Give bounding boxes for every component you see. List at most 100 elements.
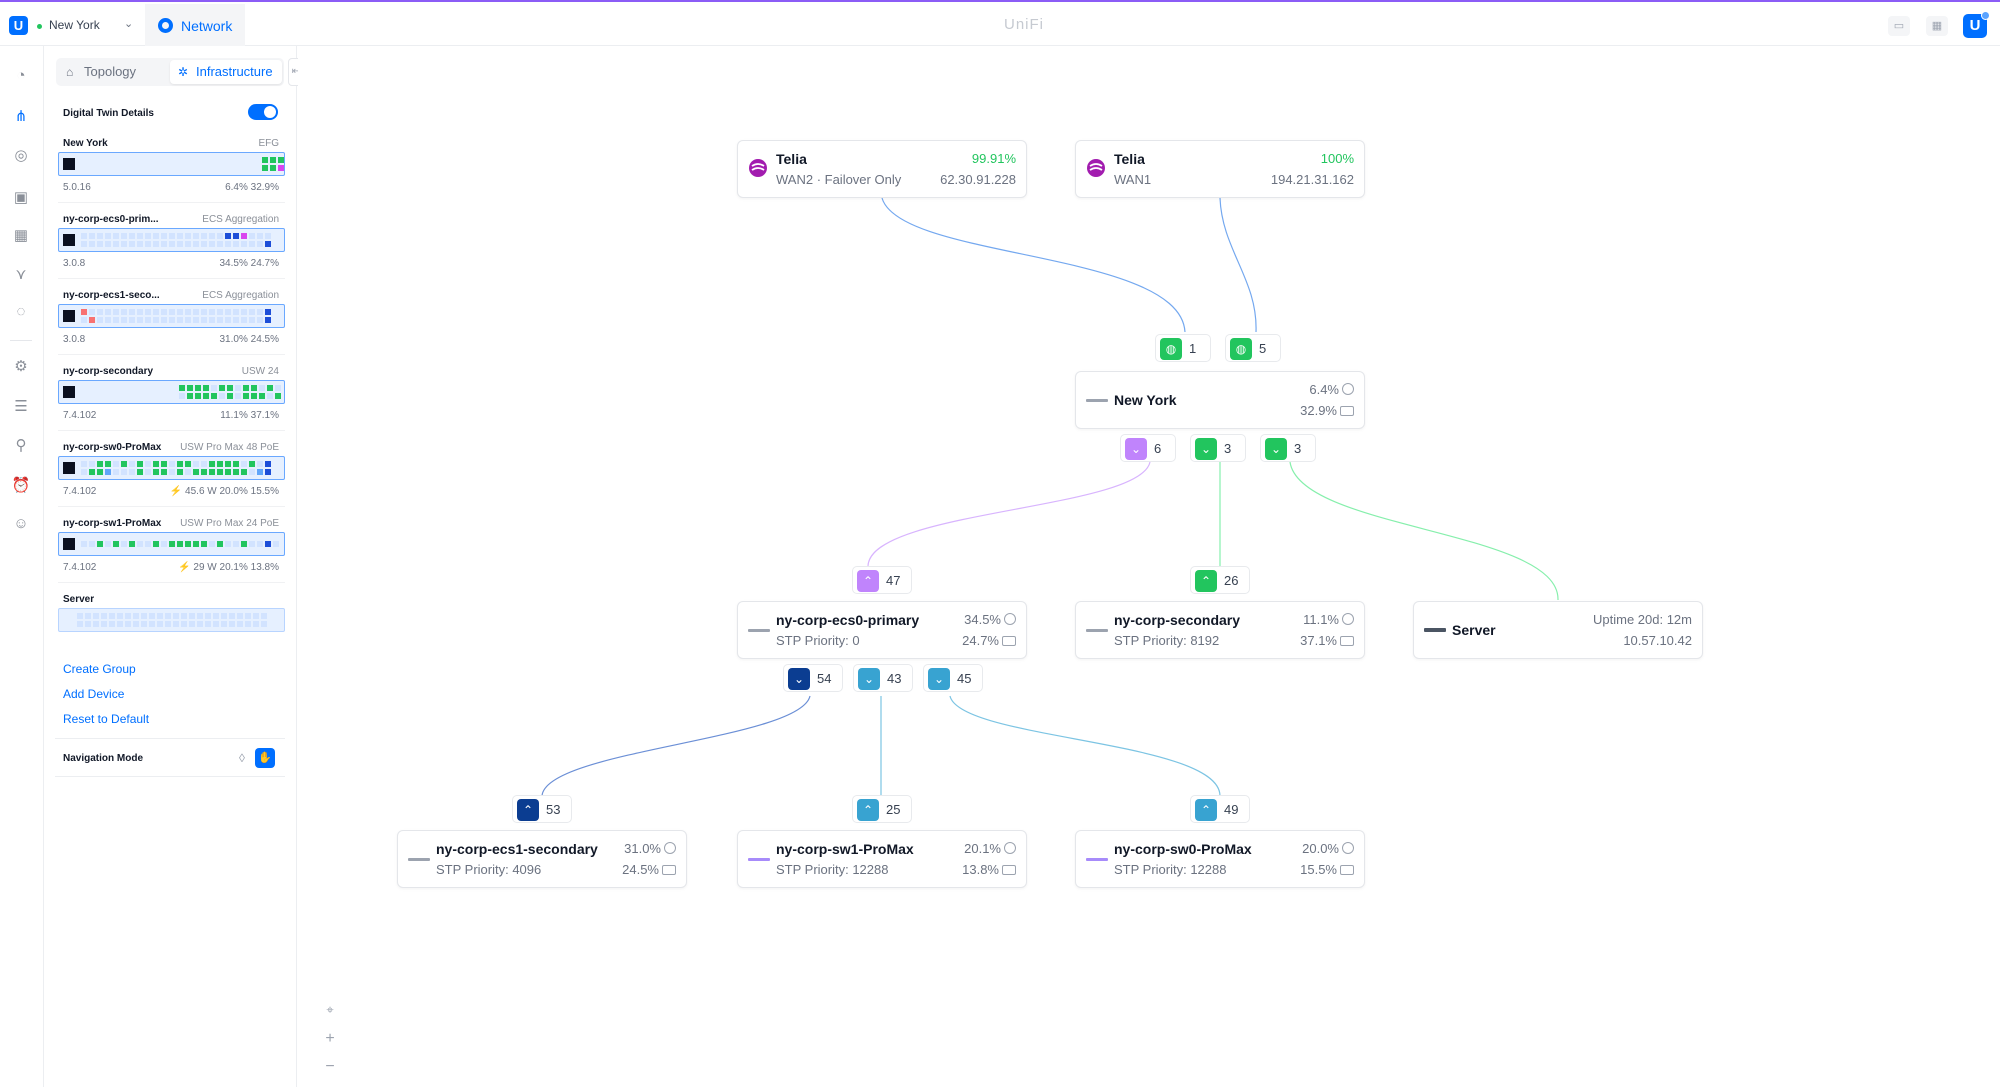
mem-value: 32.9% <box>1300 403 1337 418</box>
mem-value: 13.8% <box>962 862 999 877</box>
digital-twin-label: Digital Twin Details <box>63 108 154 119</box>
app-tab-network[interactable]: Network <box>145 4 245 47</box>
device-item[interactable]: Server <box>55 594 285 670</box>
gateway-card[interactable]: New York 6.4% 32.9% <box>1075 371 1365 429</box>
port-number: 49 <box>1224 802 1239 817</box>
cpu-icon <box>1004 613 1016 625</box>
device-console-block <box>63 538 75 550</box>
gateway-cpu: 6.4% <box>1309 382 1354 397</box>
device-card-sw1[interactable]: ny-corp-sw1-ProMax STP Priority: 12288 2… <box>737 830 1027 888</box>
device-card-server[interactable]: Server Uptime 20d: 12m 10.57.10.42 <box>1413 601 1703 659</box>
device-item[interactable]: New York EFG 5.0.16 6.4% 32.9% <box>55 138 285 214</box>
device-card-secondary[interactable]: ny-corp-secondary STP Priority: 8192 11.… <box>1075 601 1365 659</box>
integrations-icon[interactable]: ⚲ <box>15 437 27 454</box>
lan-port-badge[interactable]: ⌄ 43 <box>853 664 913 692</box>
uplink-port-badge[interactable]: ⌃ 25 <box>852 795 912 823</box>
memory-icon <box>1002 636 1016 646</box>
alarms-icon[interactable]: ⏰ <box>11 477 31 494</box>
notification-badge <box>1981 11 1990 20</box>
cpu-icon <box>1342 613 1354 625</box>
device-card-ecs1[interactable]: ny-corp-ecs1-secondary STP Priority: 409… <box>397 830 687 888</box>
dashboard-icon[interactable]: ◔ <box>16 67 26 84</box>
apps-icon[interactable]: ▦ <box>1926 16 1948 36</box>
device-item[interactable]: ny-corp-sw0-ProMax USW Pro Max 48 PoE 7.… <box>55 442 285 518</box>
admins-icon[interactable]: ☺ <box>13 515 29 532</box>
tab-infrastructure[interactable]: ✲Infrastructure <box>170 60 282 84</box>
device-item[interactable]: ny-corp-ecs0-prim... ECS Aggregation 3.0… <box>55 214 285 290</box>
port-grid <box>81 541 279 547</box>
wan-port-badge[interactable]: ◍ 5 <box>1225 334 1281 362</box>
device-mem: 37.1% <box>1300 633 1354 648</box>
brand-wordmark: UniFi <box>1004 16 1045 33</box>
crosshair-icon[interactable]: ⌖ <box>326 1002 334 1017</box>
uplink-port-badge[interactable]: ⌃ 26 <box>1190 566 1250 594</box>
avatar[interactable]: U <box>1963 11 1990 38</box>
gateway-device-icon <box>1086 399 1108 402</box>
digital-twin-toggle[interactable] <box>248 104 278 120</box>
lan-port-badge[interactable]: ⌄ 3 <box>1260 434 1316 462</box>
create-group-link[interactable]: Create Group <box>63 662 136 676</box>
storage-icon[interactable]: ▭ <box>1888 16 1910 36</box>
lan-port-badge[interactable]: ⌄ 6 <box>1120 434 1176 462</box>
divider <box>58 278 285 279</box>
device-name: ny-corp-ecs1-secondary <box>436 841 598 857</box>
add-device-link[interactable]: Add Device <box>63 687 125 701</box>
cpu-value: 11.1% <box>1303 612 1339 627</box>
topology-canvas[interactable] <box>298 46 2000 1087</box>
ports-icon[interactable]: ▦ <box>13 227 29 244</box>
device-name: ny-corp-sw1-ProMax <box>63 518 162 529</box>
uplink-port-badge[interactable]: ⌃ 47 <box>852 566 912 594</box>
device-mem: 15.5% <box>1300 862 1354 877</box>
zoom-out-button[interactable]: − <box>325 1058 335 1075</box>
device-mem: 24.5% <box>622 862 676 877</box>
globe-icon: ◍ <box>1230 338 1252 360</box>
wan-port-badge[interactable]: ◍ 1 <box>1155 334 1211 362</box>
port-number: 43 <box>887 671 902 686</box>
device-model: USW 24 <box>241 366 279 377</box>
devices-icon[interactable]: ▣ <box>13 189 29 206</box>
port-number: 25 <box>886 802 901 817</box>
switch-device-icon <box>1086 629 1108 632</box>
site-selector[interactable]: New York <box>49 18 100 32</box>
device-console-block <box>63 462 75 474</box>
reset-default-link[interactable]: Reset to Default <box>63 712 150 726</box>
security-icon[interactable]: ◌ <box>16 303 26 320</box>
device-item[interactable]: ny-corp-ecs1-seco... ECS Aggregation 3.0… <box>55 290 285 366</box>
device-cpu: 20.1% <box>964 841 1016 856</box>
infrastructure-panel: ⌂Topology ✲Infrastructure ⇤ Digital Twin… <box>45 46 304 1087</box>
hand-mode-icon[interactable]: ✋ <box>255 748 275 768</box>
chevron-up-icon: ⌃ <box>857 799 879 821</box>
zoom-in-button[interactable]: + <box>325 1030 335 1047</box>
divider <box>58 430 285 431</box>
logs-icon[interactable]: ☰ <box>14 398 28 415</box>
device-cpu: 31.0% <box>624 841 676 856</box>
device-card-ecs0[interactable]: ny-corp-ecs0-primary STP Priority: 0 34.… <box>737 601 1027 659</box>
infrastructure-tab-icon: ✲ <box>178 65 189 79</box>
device-model: ECS Aggregation <box>202 290 279 301</box>
isp-card-wan1[interactable]: Telia WAN1 100% 194.21.31.162 <box>1075 140 1365 198</box>
isp-card-wan2[interactable]: Telia WAN2 · Failover Only 99.91% 62.30.… <box>737 140 1027 198</box>
device-item[interactable]: ny-corp-sw1-ProMax USW Pro Max 24 PoE 7.… <box>55 518 285 594</box>
insights-icon[interactable]: ⋎ <box>15 266 27 283</box>
chevron-down-icon[interactable]: ⌄ <box>124 18 134 30</box>
topology-icon[interactable]: ⋔ <box>14 108 28 125</box>
device-name: ny-corp-sw0-ProMax <box>1114 841 1252 857</box>
settings-icon[interactable]: ⚙ <box>14 358 28 375</box>
device-mem: 24.7% <box>962 633 1016 648</box>
device-stats: ⚡ 29 W 20.1% 13.8% <box>178 562 279 573</box>
lan-port-badge[interactable]: ⌄ 45 <box>923 664 983 692</box>
isp-name: Telia <box>1114 151 1145 167</box>
uplink-port-badge[interactable]: ⌃ 49 <box>1190 795 1250 823</box>
clients-icon[interactable]: ◎ <box>14 147 28 164</box>
device-item[interactable]: ny-corp-secondary USW 24 7.4.102 11.1% 3… <box>55 366 285 442</box>
tab-topology[interactable]: ⌂Topology <box>58 60 168 84</box>
device-card-sw0[interactable]: ny-corp-sw0-ProMax STP Priority: 12288 2… <box>1075 830 1365 888</box>
device-stats: 34.5% 24.7% <box>219 258 280 269</box>
unifi-logo[interactable]: U <box>9 16 28 35</box>
uplink-port-badge[interactable]: ⌃ 53 <box>512 795 572 823</box>
chevron-down-icon: ⌄ <box>1265 438 1287 460</box>
lan-port-badge[interactable]: ⌄ 54 <box>783 664 843 692</box>
pointer-mode-icon[interactable]: ◊ <box>239 751 245 765</box>
cpu-value: 20.1% <box>964 841 1001 856</box>
lan-port-badge[interactable]: ⌄ 3 <box>1190 434 1246 462</box>
